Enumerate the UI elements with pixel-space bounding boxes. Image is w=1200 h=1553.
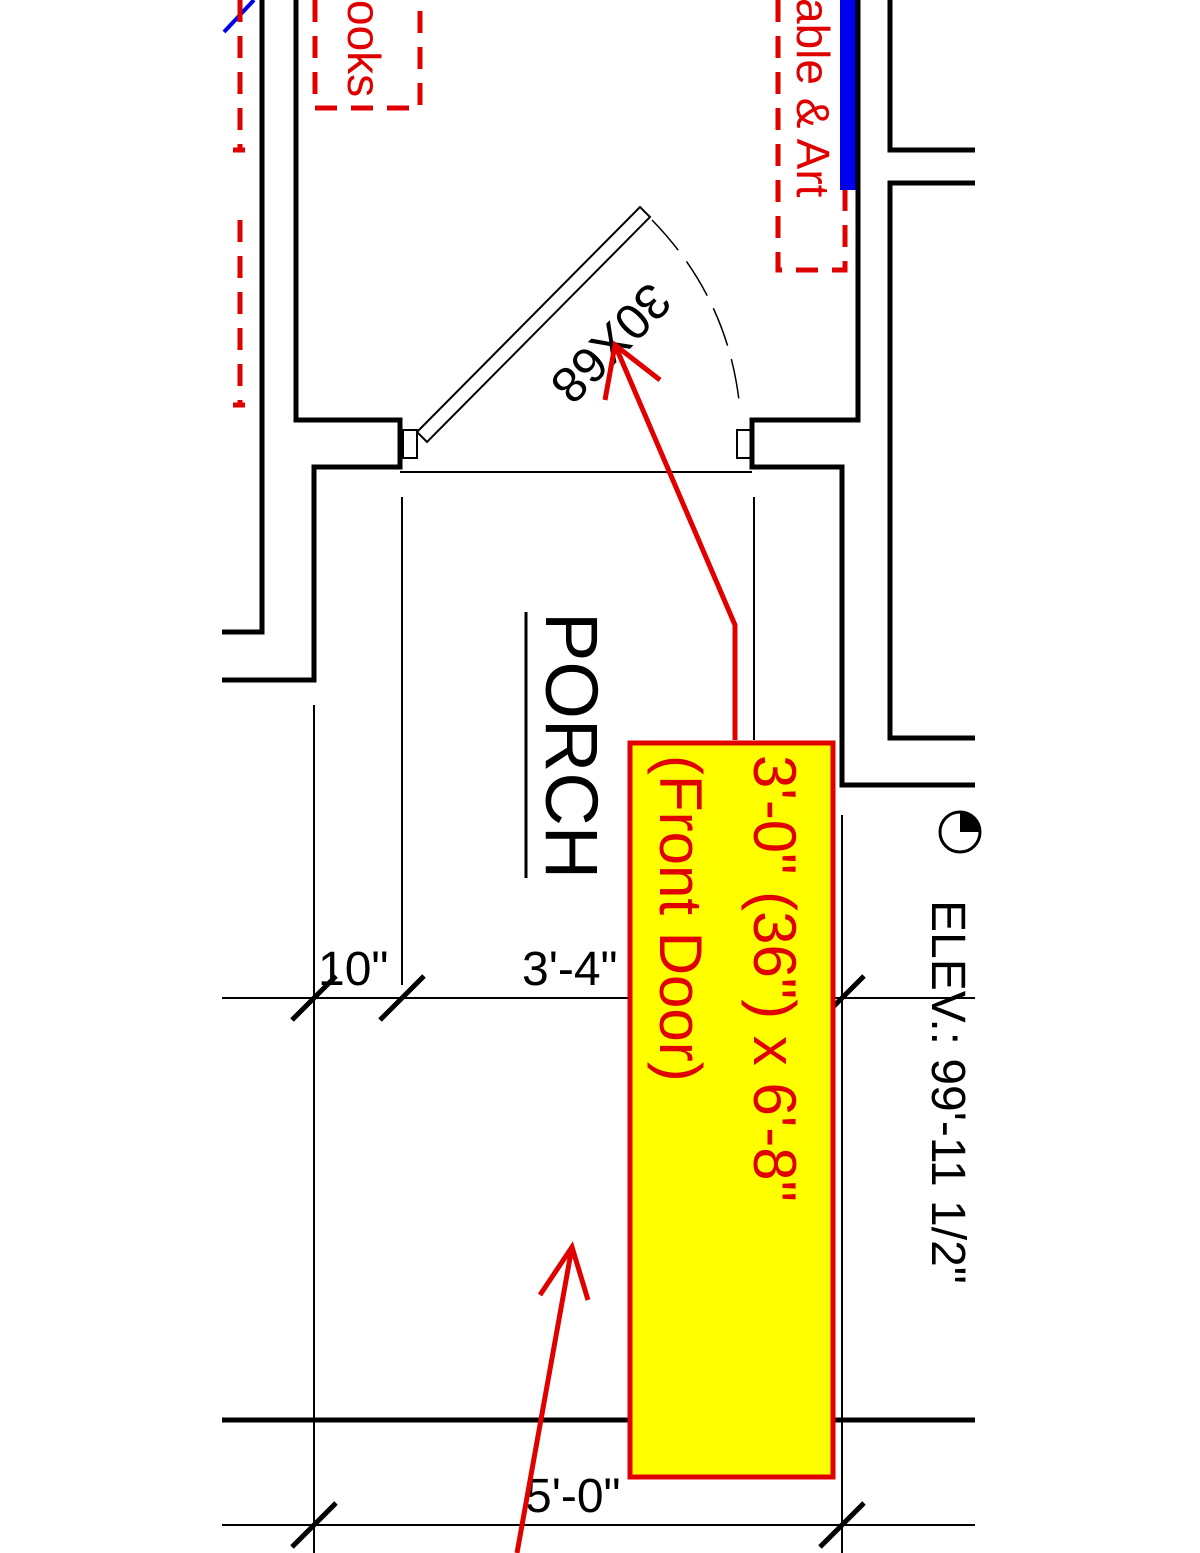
books-label: ooks [338,0,390,97]
elevation-label: ELEV.: 99'-11 1/2" [921,900,974,1284]
table-art-label: able & Art [787,0,839,198]
door-swing-arc [651,219,741,411]
door-leaf [415,205,652,444]
wall [749,0,975,788]
blue-wall-highlight [840,0,860,190]
dashed-outline-left [233,0,245,408]
dimension-10in: 10" [318,943,388,996]
door-jamb [402,429,418,459]
dimension-tick [290,1501,338,1549]
elevation-marker-fill [960,812,980,832]
dimension-tick [378,974,426,1022]
dimension-tick [290,974,338,1022]
dimension-3ft4in: 3'-4" [522,943,618,996]
books-box [312,0,423,111]
porch-outline [313,497,843,1553]
dimension-5ft0in: 5'-0" [525,1470,621,1523]
wall [887,0,975,741]
callout-size: 3'-0" (36") x 6'-8" [741,755,808,1202]
wall [222,0,403,683]
elevation-marker-icon [938,810,982,854]
wall [222,0,265,635]
arrow-to-door [602,340,738,740]
callout-box [627,740,836,1480]
callout-description: (Front Door) [647,755,714,1082]
room-name: PORCH [530,612,613,879]
dimension-tick [818,1501,866,1549]
table-art-box [775,0,848,273]
door-jamb [736,429,752,459]
arrow-to-porch [514,1241,591,1553]
